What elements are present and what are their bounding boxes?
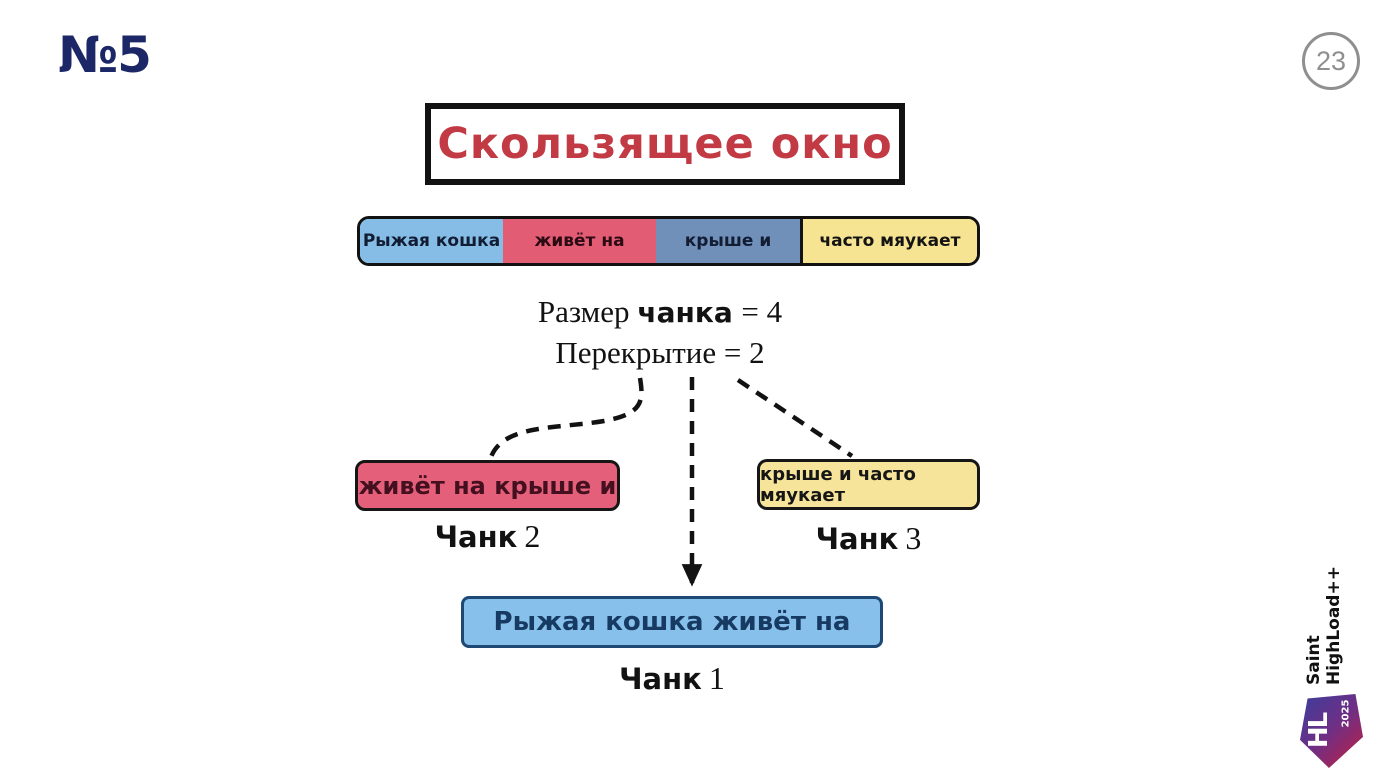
chunk3-box: крыше и часто мяукает bbox=[757, 459, 980, 510]
chunk2-label-word: Чанк bbox=[434, 520, 518, 554]
page-number-badge: 23 bbox=[1302, 32, 1360, 90]
connector-to-chunk3 bbox=[736, 378, 854, 458]
brand-name-line2: HighLoad++ bbox=[1324, 566, 1344, 685]
overlap-line: Перекрытие = 2 bbox=[555, 335, 765, 370]
chunk-size-value: = 4 bbox=[741, 294, 783, 329]
logo-letters: HL bbox=[1304, 713, 1335, 749]
chunk-size-label: Размер bbox=[537, 294, 630, 329]
logo-year: 2025 bbox=[1340, 699, 1352, 728]
sliding-window-bar: Рыжая кошка живёт на крыше и часто мяука… bbox=[357, 216, 980, 266]
chunk2-label-number: 2 bbox=[524, 518, 541, 554]
highload-logo-icon: HL 2025 bbox=[1300, 694, 1363, 768]
window-segment-4: часто мяукает bbox=[800, 219, 977, 263]
window-segment-3: крыше и bbox=[656, 219, 800, 263]
title-box: Скользящее окно bbox=[425, 103, 905, 185]
chunk2-box: живёт на крыше и bbox=[355, 460, 620, 511]
brand-name: Saint HighLoad++ bbox=[1304, 565, 1344, 685]
window-segment-1: Рыжая кошка bbox=[360, 219, 503, 263]
window-segment-2: живёт на bbox=[503, 219, 656, 263]
chunk3-label-word: Чанк bbox=[815, 522, 899, 556]
chunk1-label-number: 1 bbox=[708, 660, 725, 696]
chunk-size-word: чанка bbox=[637, 296, 733, 329]
page-number: 23 bbox=[1315, 45, 1347, 76]
chunk1-box: Рыжая кошка живёт на bbox=[461, 596, 883, 648]
brand-name-line1: Saint bbox=[1304, 635, 1324, 685]
chunk1-label-word: Чанк bbox=[619, 662, 702, 696]
slide-title: Скользящее окно bbox=[437, 119, 893, 169]
connector-to-chunk2 bbox=[488, 377, 644, 458]
slide-number: №5 bbox=[58, 26, 152, 84]
chunk3-label-number: 3 bbox=[905, 520, 922, 556]
